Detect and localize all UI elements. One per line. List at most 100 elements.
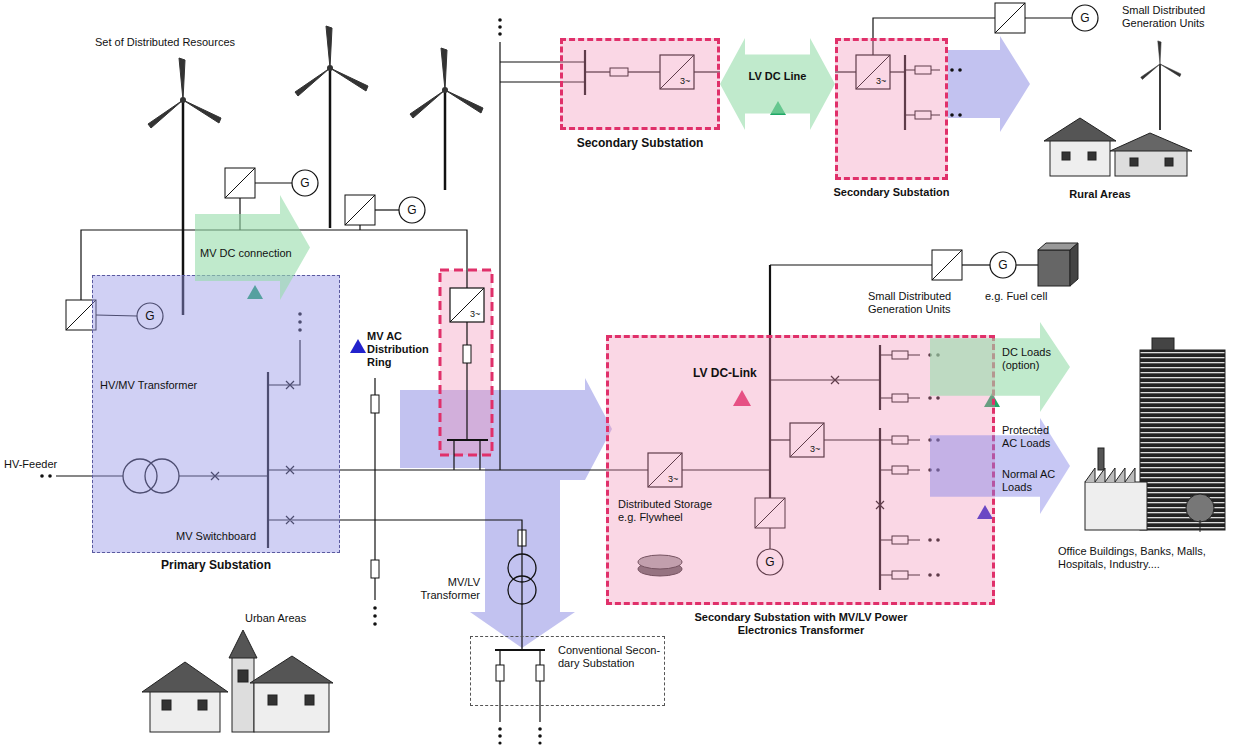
annotation-label: MV/LV Transformer	[408, 576, 480, 602]
fuel-cell-icon	[1038, 243, 1078, 286]
office-buildings	[1085, 468, 1135, 482]
wire	[499, 650, 500, 722]
annotation-label: Set of Distributed Resources	[95, 36, 255, 49]
generator-letter: G	[995, 257, 1011, 273]
continuation-dots	[498, 727, 502, 731]
rural-buildings	[1088, 152, 1096, 160]
power-flow-arrow	[400, 378, 612, 648]
urban-buildings	[305, 695, 314, 705]
urban-buildings	[142, 630, 333, 732]
fuse-symbol	[496, 665, 504, 681]
generator-letter: G	[404, 202, 420, 218]
office-buildings	[1140, 350, 1225, 530]
continuation-dots	[40, 474, 44, 478]
rural-buildings	[1044, 118, 1116, 141]
continuation-dots	[498, 734, 502, 738]
converter-symbol	[225, 168, 255, 198]
node-text: MV DC connection	[200, 247, 305, 260]
dc-line-arrow: LV DC Line	[720, 38, 835, 130]
fuse-symbol	[371, 395, 379, 413]
rural-buildings	[1110, 133, 1192, 151]
node-outline	[835, 38, 948, 180]
wire	[539, 650, 540, 722]
arrow-fill	[930, 322, 1070, 412]
converter-label: 3~	[668, 474, 682, 484]
office-buildings	[1098, 448, 1104, 470]
node-outline	[92, 275, 340, 553]
generator-letter: G	[762, 554, 778, 570]
converter-station-box	[440, 270, 492, 455]
wind-turbine	[442, 87, 448, 93]
rural-buildings	[1165, 158, 1173, 166]
node-text: LV DC Line	[730, 70, 825, 83]
continuation-dots	[958, 113, 962, 117]
wire	[56, 18, 1072, 722]
dc-link-arrow: MV DC connection	[195, 195, 310, 300]
office-buildings	[1200, 520, 1201, 532]
annotation-label: MV AC Distribution Ring	[367, 330, 437, 370]
continuation-dots	[48, 474, 52, 478]
node-outline	[560, 38, 720, 130]
annotation-label: Distributed Storage e.g. Flywheel	[618, 498, 730, 524]
urban-buildings	[268, 695, 277, 705]
urban-buildings	[162, 700, 171, 710]
wind-turbine	[410, 48, 483, 190]
continuation-dots	[373, 606, 377, 610]
node-text: DC Loads (option)	[1002, 346, 1060, 372]
wire	[962, 264, 990, 265]
office-buildings	[1186, 494, 1214, 522]
fuel-cell-icon	[1038, 250, 1070, 286]
converter-label: 3~	[876, 76, 890, 86]
node-text: Secondary Substation	[825, 186, 958, 199]
rural-buildings	[1130, 158, 1138, 166]
urban-buildings	[238, 670, 248, 682]
wind-turbine	[148, 58, 221, 128]
fuse-symbol	[371, 560, 379, 578]
annotation-label: Small Distributed Generation Units	[868, 290, 968, 316]
wind-turbine	[410, 48, 483, 118]
annotation-label: HV/MV Transformer	[100, 379, 212, 392]
fuse-symbol	[536, 665, 544, 681]
continuation-dots	[950, 113, 954, 117]
wire-connector	[340, 520, 522, 636]
wind-turbine	[1141, 41, 1181, 130]
wire	[359, 225, 360, 230]
arrow-fill	[720, 38, 835, 130]
fuel-cell-icon	[1070, 243, 1078, 286]
node-text: Protected AC Loads	[1002, 424, 1060, 450]
converter-symbol	[995, 3, 1025, 33]
rural-buildings	[1044, 118, 1192, 176]
generator-symbol	[399, 197, 425, 223]
rural-buildings	[1062, 152, 1070, 160]
wire	[255, 182, 292, 183]
continuation-dots	[958, 68, 962, 72]
office-buildings	[1152, 338, 1174, 350]
continuation-dots	[373, 622, 377, 626]
wind-turbine	[329, 68, 332, 228]
generator-letter: G	[142, 308, 158, 324]
office-buildings	[1085, 338, 1225, 532]
wind-turbine	[327, 65, 333, 71]
wind-turbine	[295, 26, 368, 96]
arrow-fill	[930, 418, 1070, 514]
annotation-label: Urban Areas	[245, 612, 335, 625]
continuation-dots	[498, 25, 502, 29]
annotation-label: HV-Feeder	[4, 458, 64, 471]
node-text: Conventional Secon- dary Substation	[558, 644, 662, 670]
wire	[466, 322, 467, 345]
wind-turbine	[1159, 64, 1161, 130]
wind-turbine	[180, 97, 186, 103]
continuation-dots	[950, 68, 954, 72]
wind-turbine	[444, 90, 447, 190]
generator-letter: G	[297, 175, 313, 191]
wire-connector	[340, 469, 606, 470]
converter-label: 3~	[680, 76, 694, 86]
continuation-dots	[498, 741, 501, 744]
marker-triangle	[350, 339, 366, 353]
converter-label: 3~	[810, 444, 824, 454]
wire	[447, 439, 488, 441]
urban-buildings	[198, 700, 207, 710]
node-text: Normal AC Loads	[1002, 468, 1060, 494]
generator-symbol	[1072, 5, 1098, 31]
